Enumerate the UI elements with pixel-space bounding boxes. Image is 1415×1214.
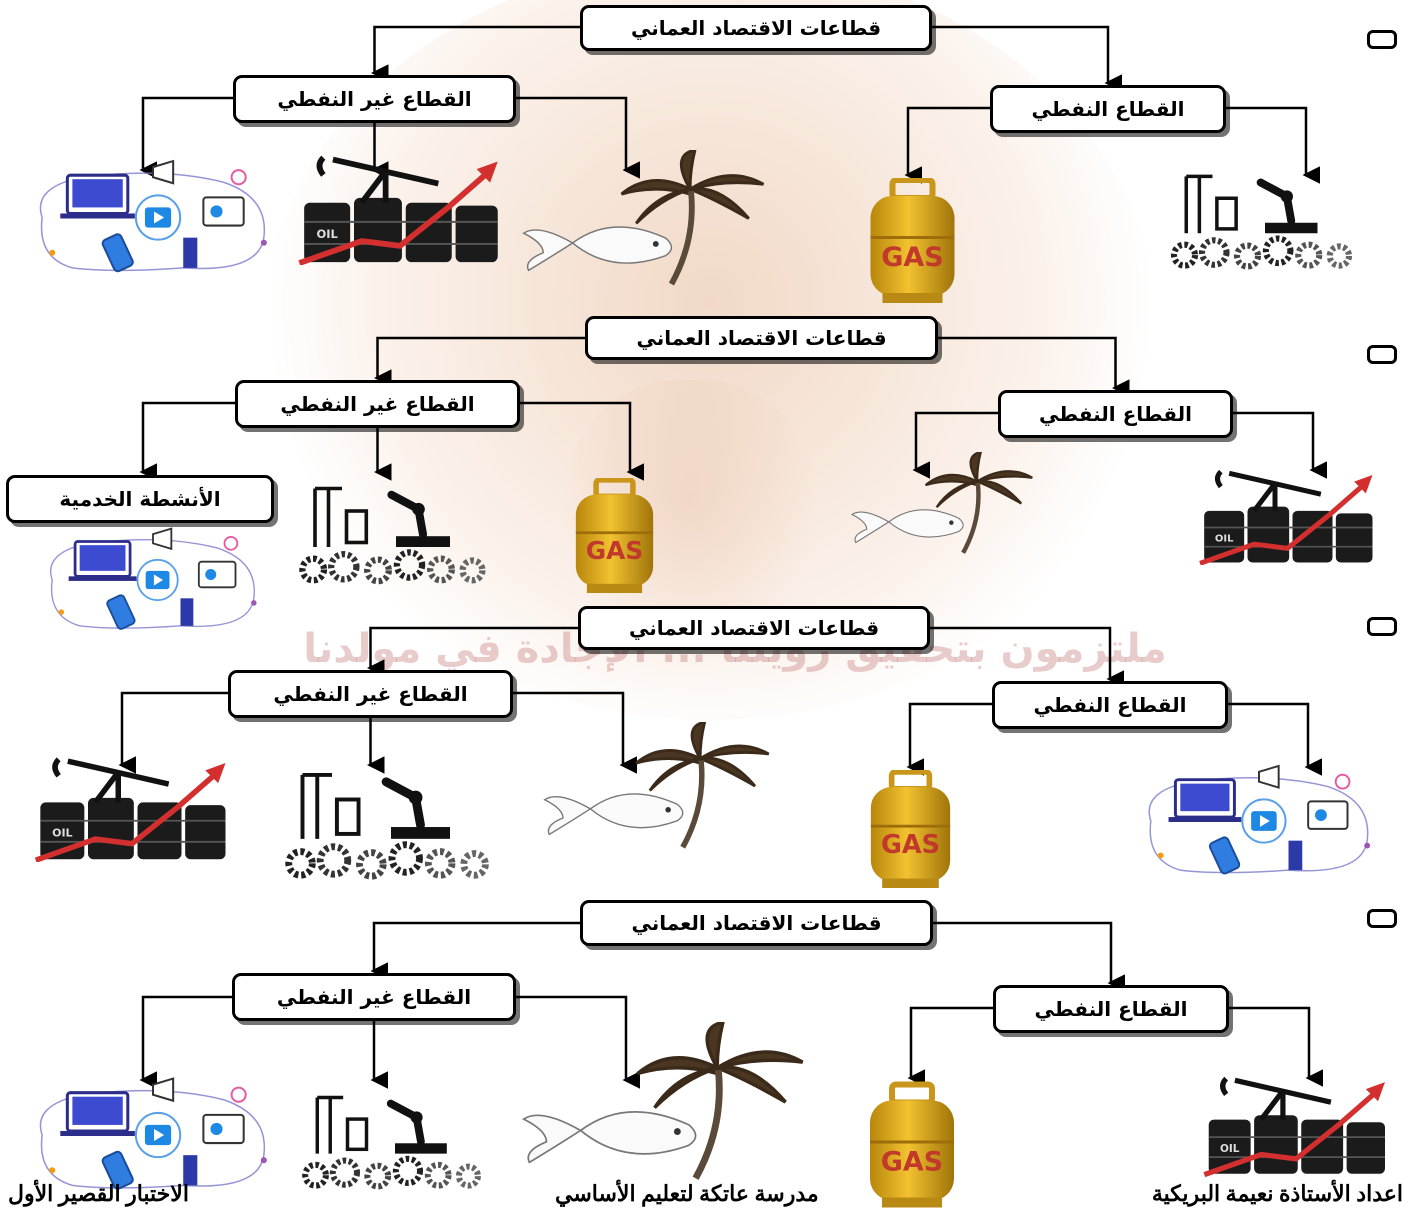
connector-line <box>371 25 580 82</box>
connector-line <box>516 995 640 1089</box>
connector-line <box>906 702 992 776</box>
oil-barrels-icon: OIL <box>1200 1070 1392 1178</box>
services-node: الأنشطة الخدمية <box>6 475 274 523</box>
industry-gears-icon <box>275 770 507 888</box>
connector-line <box>370 921 580 980</box>
root-node: قطاعات الاقتصاد العماني <box>580 900 933 946</box>
oil-barrels-icon: OIL <box>6 752 258 863</box>
connector-line <box>932 25 1122 92</box>
media-icon <box>22 1070 284 1200</box>
connector-line <box>938 336 1130 397</box>
non-oil-sector-node: القطاع غير النفطي <box>235 380 520 428</box>
gas-cylinder-icon: GAS <box>858 769 963 888</box>
non-oil-sector-node: القطاع غير النفطي <box>228 670 513 718</box>
oil-sector-node: القطاع النفطي <box>992 681 1228 729</box>
connector-line <box>516 96 640 179</box>
svg-text:OIL: OIL <box>1215 534 1234 545</box>
industry-gears-icon <box>300 1080 490 1210</box>
answer-checkbox-2[interactable] <box>1367 345 1397 364</box>
gas-cylinder-icon: GAS <box>862 1080 962 1210</box>
connector-line <box>118 691 228 774</box>
root-node: قطاعات الاقتصاد العماني <box>580 5 932 51</box>
palm-fish-icon <box>518 1020 814 1182</box>
oil-barrels-icon: OIL <box>1185 465 1390 566</box>
connector-line <box>139 401 235 481</box>
palm-fish-icon <box>512 148 780 287</box>
media-icon <box>22 525 284 635</box>
root-node: قطاعات الاقتصاد العماني <box>578 606 930 650</box>
non-oil-sector-node: القطاع غير النفطي <box>233 75 516 123</box>
connector-line <box>930 626 1124 688</box>
oil-sector-node: القطاع النفطي <box>990 85 1226 133</box>
footer-school: مدرسة عاتكة لتعليم الأساسي <box>555 1181 819 1206</box>
palm-fish-icon <box>820 450 1068 555</box>
connector-line <box>513 691 637 774</box>
connector-line <box>933 921 1125 992</box>
industry-gears-icon <box>290 484 502 592</box>
gas-cylinder-icon: GAS <box>860 177 965 303</box>
svg-text:OIL: OIL <box>52 826 72 839</box>
connector-line <box>139 96 233 179</box>
palm-fish-icon <box>520 720 798 850</box>
oil-sector-node: القطاع النفطي <box>998 390 1233 438</box>
svg-text:OIL: OIL <box>316 227 338 241</box>
non-oil-sector-node: القطاع غير النفطي <box>232 973 516 1021</box>
connector-line <box>904 106 990 184</box>
connector-line <box>374 336 585 387</box>
svg-text:GAS: GAS <box>586 536 643 565</box>
answer-checkbox-4[interactable] <box>1367 909 1397 928</box>
connector-line <box>520 401 644 481</box>
svg-text:OIL: OIL <box>1220 1143 1240 1155</box>
media-icon <box>1125 762 1393 880</box>
media-icon <box>22 155 284 280</box>
oil-barrels-icon: OIL <box>290 150 510 266</box>
connector-line <box>139 995 232 1089</box>
connector-line <box>367 626 578 677</box>
footer-test: الاختبار القصير الأول <box>8 1181 189 1206</box>
connector-line <box>912 411 998 479</box>
answer-checkbox-3[interactable] <box>1367 617 1397 636</box>
connector-line <box>907 1006 993 1087</box>
footer-author: اعداد الأستاذة نعيمة البريكية <box>1151 1181 1403 1206</box>
connector-line <box>1229 1006 1323 1087</box>
svg-text:GAS: GAS <box>881 242 944 273</box>
oil-sector-node: القطاع النفطي <box>993 985 1229 1033</box>
answer-checkbox-1[interactable] <box>1367 30 1397 49</box>
industry-gears-icon <box>1140 172 1390 277</box>
root-node: قطاعات الاقتصاد العماني <box>585 316 938 360</box>
svg-text:GAS: GAS <box>881 1147 944 1178</box>
connector-line <box>1228 702 1322 776</box>
svg-text:GAS: GAS <box>881 830 940 860</box>
gas-cylinder-icon: GAS <box>567 477 662 593</box>
connector-line <box>1226 106 1320 184</box>
connector-line <box>1233 411 1327 479</box>
